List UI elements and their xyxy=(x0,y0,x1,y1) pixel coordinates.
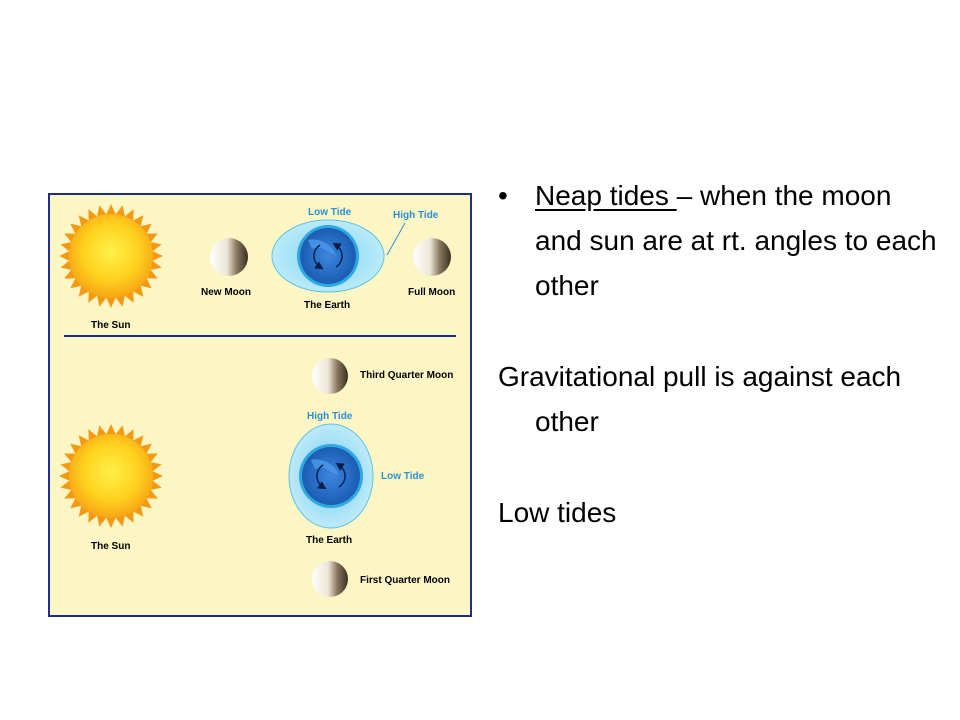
label-sun-top: The Sun xyxy=(91,320,130,331)
label-earth-bottom: The Earth xyxy=(306,535,352,546)
text-panel: • Neap tides – when the moon and sun are… xyxy=(498,173,938,535)
label-first-quarter-moon: First Quarter Moon xyxy=(360,575,450,586)
label-low-tide-bottom: Low Tide xyxy=(381,471,425,482)
third-quarter-moon xyxy=(312,358,348,394)
tides-diagram: The Sun New Moon The Earth Low Tide High… xyxy=(48,193,472,617)
earth-bottom xyxy=(288,423,374,529)
full-moon xyxy=(413,238,451,276)
label-high-tide-top: High Tide xyxy=(393,210,439,221)
first-quarter-moon xyxy=(312,561,348,597)
para-gravitational-pull: Gravitational pull is against each other xyxy=(498,361,902,437)
label-high-tide-bottom: High Tide xyxy=(307,411,353,422)
label-third-quarter-moon: Third Quarter Moon xyxy=(360,370,453,381)
label-new-moon: New Moon xyxy=(201,287,251,298)
para-low-tides: Low tides xyxy=(498,497,617,528)
label-full-moon: Full Moon xyxy=(408,287,455,298)
bullet-neap-tides: • Neap tides – when the moon and sun are… xyxy=(498,173,938,308)
earth-top xyxy=(271,219,385,293)
bullet-definition: – when the moon and sun are at rt. angle… xyxy=(535,180,937,301)
label-low-tide-top: Low Tide xyxy=(308,207,352,218)
label-sun-bottom: The Sun xyxy=(91,541,130,552)
sun-top xyxy=(59,204,163,308)
label-earth-top: The Earth xyxy=(304,300,350,311)
new-moon xyxy=(210,238,248,276)
bullet-symbol: • xyxy=(498,180,508,211)
term-neap-tides: Neap tides xyxy=(535,180,677,211)
high-tide-pointer xyxy=(386,222,406,256)
sun-bottom xyxy=(59,424,163,528)
